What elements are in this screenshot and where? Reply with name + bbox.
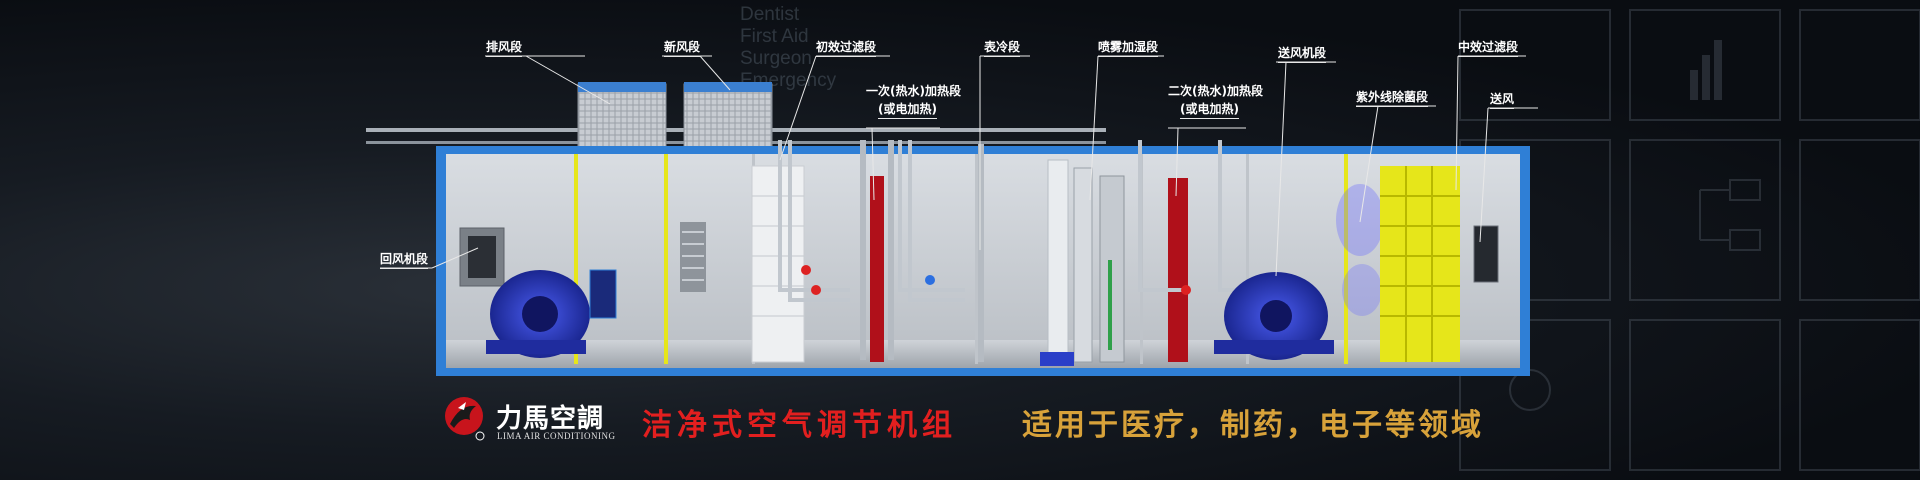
label-primary-heating-section: 一次(热水)加热段 (866, 84, 961, 98)
label-supply-air: 送风 (1490, 92, 1515, 109)
background-icon-grid (1459, 9, 1920, 471)
spray-humidifier (1040, 167, 1125, 366)
label-secondary-heating-alt: (或电加热) (1180, 102, 1239, 119)
label-spray-humidify-section: 喷雾加湿段 (1098, 40, 1159, 57)
brand-logo-icon (445, 397, 485, 441)
label-primary-heating-alt: (或电加热) (878, 102, 937, 119)
label-supply-fan-section: 送风机段 (1278, 46, 1327, 63)
background-text: Dentist First Aid Surgeon Emergency (740, 4, 836, 92)
headline-applications: 适用于医疗，制药，电子等领域 (1022, 408, 1484, 443)
background-text-line: First Aid (740, 26, 809, 47)
label-secondary-heating-section: 二次(热水)加热段 (1168, 84, 1263, 98)
secondary-heater (1138, 140, 1240, 362)
label-return-fan-section: 回风机段 (380, 252, 429, 269)
label-fresh-air-section: 新风段 (664, 40, 701, 57)
supply-fan (1214, 272, 1334, 360)
label-uv-sterilize-section: 紫外线除菌段 (1356, 90, 1429, 107)
fresh-air-hood (683, 82, 773, 155)
label-primary-filter-section: 初效过滤段 (816, 40, 877, 57)
brand-subtitle: LIMA AIR CONDITIONING (497, 431, 616, 441)
medium-filter (1380, 166, 1460, 362)
label-medium-filter-section: 中效过滤段 (1458, 40, 1519, 57)
headline-product: 洁净式空气调节机组 (642, 408, 957, 443)
label-surface-cooling-section: 表冷段 (984, 40, 1021, 57)
background-text-line: Surgeon (740, 48, 812, 69)
return-fan (486, 269, 617, 358)
background-text-line: Dentist (740, 4, 800, 25)
label-exhaust-section: 排风段 (486, 40, 523, 57)
brand-name: 力馬空調 (496, 404, 605, 434)
primary-heater (860, 140, 894, 362)
